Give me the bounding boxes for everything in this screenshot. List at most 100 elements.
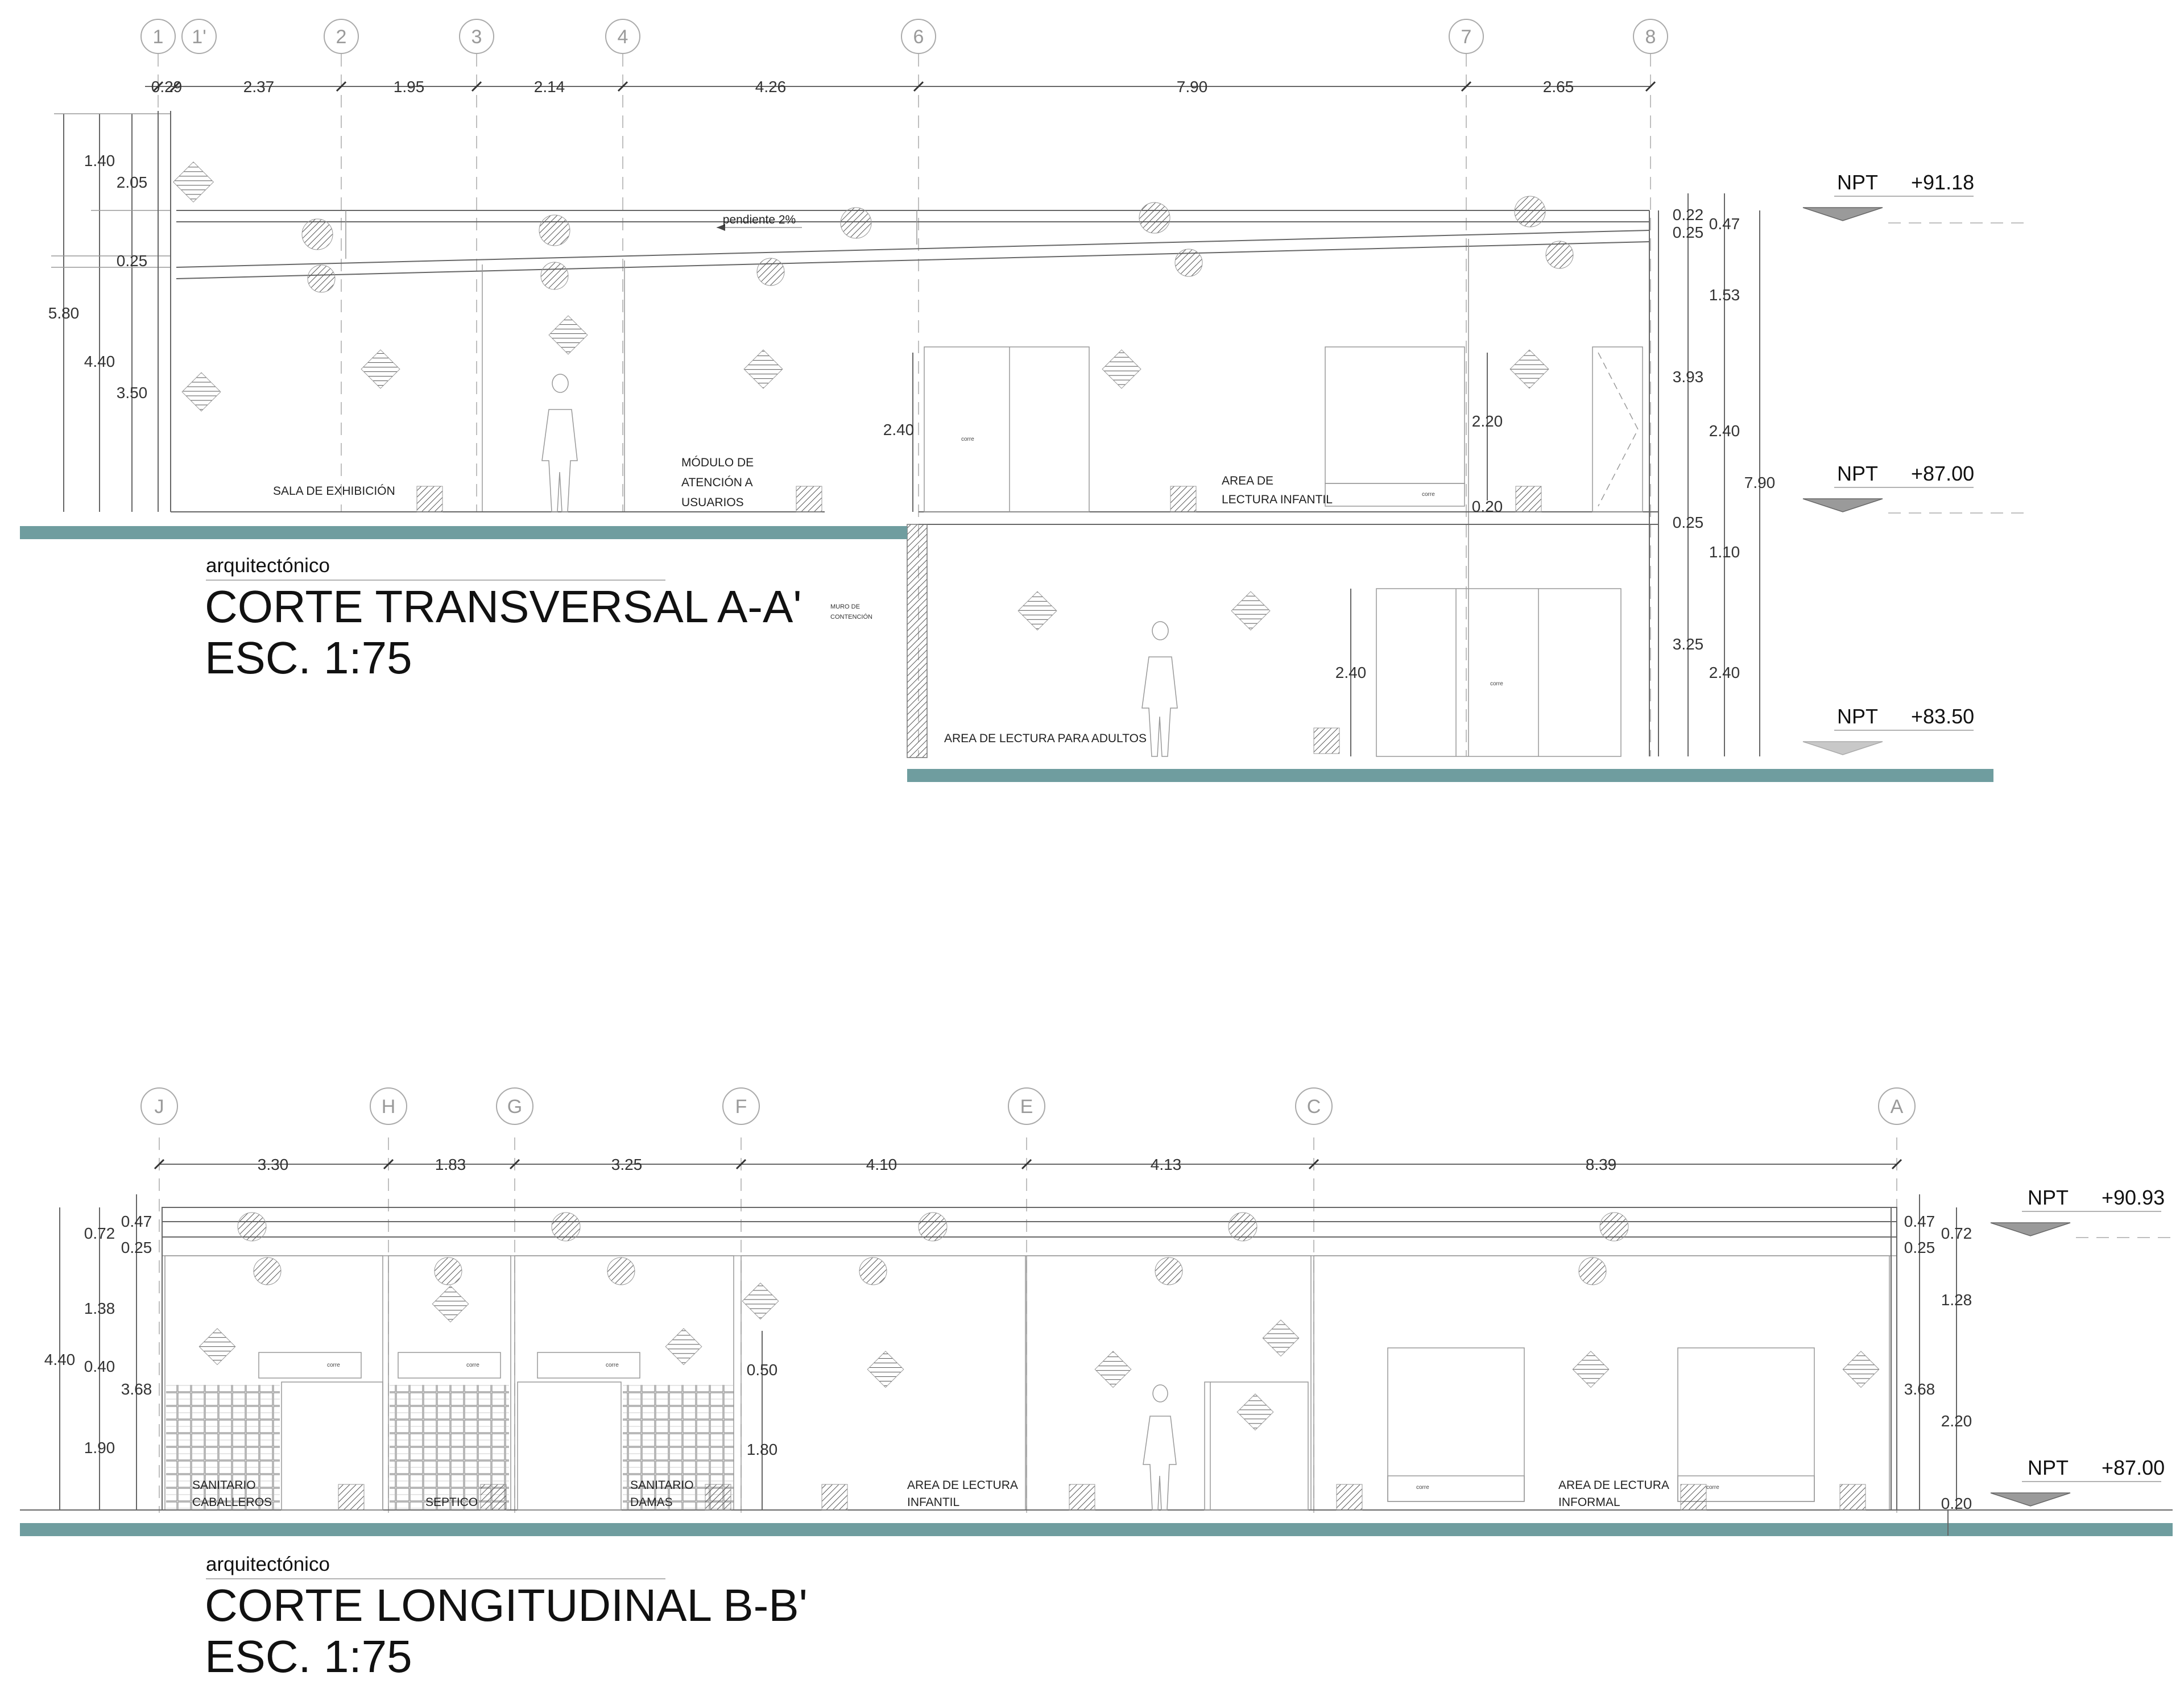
svg-text:8: 8	[1645, 26, 1656, 48]
room-lectura-informal-2: INFORMAL	[1558, 1496, 1620, 1509]
section-bb: J H G F E C A	[20, 1087, 2173, 1682]
npt-marker-87-00-bb: NPT +87.00	[1990, 1456, 2165, 1507]
room-lectura-infantil-line-1: AREA DE	[1222, 474, 1273, 487]
svg-text:C: C	[1307, 1096, 1321, 1118]
section-aa-subtitle: arquitectónico	[206, 555, 330, 577]
svg-text:+87.00: +87.00	[2102, 1456, 2165, 1479]
section-aa: 1 1' 2 3 4 6 7	[20, 19, 2025, 782]
axis-marker-g: G	[496, 1087, 533, 1125]
section-bb-title: CORTE LONGITUDINAL B-B'	[205, 1580, 808, 1631]
dim-bb-4-13: 4.13	[1151, 1156, 1182, 1173]
room-modulo-line-1: MÓDULO DE	[681, 456, 754, 469]
dim-left-2-05: 2.05	[117, 173, 148, 191]
dim-right-7-90: 7.90	[1744, 474, 1776, 491]
axis-marker-2: 2	[324, 19, 359, 54]
dim-right-2-40-a: 2.40	[1709, 422, 1740, 440]
dim-bb-4-10: 4.10	[866, 1156, 897, 1173]
dim-1-95: 1.95	[394, 78, 425, 96]
section-bb-cabinets: corre corre corre corre corre	[258, 1347, 1815, 1511]
dim-bb-right-1-28: 1.28	[1941, 1291, 1972, 1309]
room-sanitario-damas-1: SANITARIO	[630, 1479, 694, 1492]
dim-bb-left-4-40: 4.40	[44, 1351, 76, 1368]
room-sanitario-caballeros-2: CABALLEROS	[192, 1496, 272, 1509]
section-bb-left-dimensions: 0.72 0.47 0.25 1.38 0.40 4.40 3.68 1.90	[44, 1194, 152, 1510]
section-aa-structure	[158, 111, 1659, 756]
svg-text:G: G	[507, 1096, 522, 1118]
axis-marker-h: H	[370, 1087, 407, 1125]
dim-inner-2-20: 2.20	[1472, 412, 1503, 430]
dim-right-1-10: 1.10	[1709, 543, 1740, 561]
dim-bb-3-30: 3.30	[258, 1156, 289, 1173]
room-lectura-adultos: AREA DE LECTURA PARA ADULTOS	[944, 732, 1147, 745]
dim-7-90: 7.90	[1177, 78, 1208, 96]
dim-right-3-25: 3.25	[1673, 635, 1704, 653]
dim-bb-left-0-47: 0.47	[121, 1213, 152, 1230]
dim-bb-left-1-90: 1.90	[84, 1439, 115, 1457]
dim-right-1-53: 1.53	[1709, 286, 1740, 304]
dim-bb-inner-1-80: 1.80	[747, 1441, 778, 1458]
section-bb-scale: ESC. 1:75	[205, 1631, 412, 1682]
dim-0-29: 0.29	[151, 78, 183, 96]
svg-text:A: A	[1891, 1096, 1904, 1118]
dim-right-2-40-b: 2.40	[1709, 664, 1740, 681]
room-septico: SEPTICO	[425, 1496, 478, 1509]
svg-text:NPT: NPT	[1837, 171, 1878, 194]
section-aa-room-labels: SALA DE EXHIBICIÓN MÓDULO DE ATENCIÓN A …	[273, 456, 1333, 745]
axis-marker-1: 1	[140, 19, 176, 54]
dim-bb-left-0-25: 0.25	[121, 1239, 152, 1256]
section-aa-left-dimensions: 1.40 2.05 0.25 5.80 4.40 3.50	[48, 113, 171, 512]
section-bb-right-dimensions: 0.47 0.25 0.72 1.28 3.68 2.20 0.20	[1904, 1194, 1972, 1512]
slope-label: pendiente 2%	[723, 213, 796, 226]
room-lectura-infantil-line-2: LECTURA INFANTIL	[1222, 493, 1333, 506]
svg-text:1: 1	[153, 26, 164, 48]
dim-bb-left-3-68: 3.68	[121, 1380, 152, 1398]
slope-indicator: pendiente 2%	[717, 213, 802, 231]
section-aa-top-dimensions: 0.29 2.37 1.95 2.14 4.26 7.90 2.65	[145, 78, 1656, 96]
svg-text:NPT: NPT	[1837, 462, 1878, 485]
door-label-bb-1: corre	[327, 1362, 340, 1368]
axis-marker-3: 3	[459, 19, 494, 54]
section-aa-person-figures	[541, 374, 1178, 757]
floor-slab-lower	[907, 769, 1993, 782]
section-aa-inner-dimensions: 2.40 2.20 0.20 2.40	[883, 353, 1503, 756]
dim-bb-right-0-25: 0.25	[1904, 1239, 1935, 1256]
npt-marker-87-00: NPT +87.00	[1802, 462, 2025, 514]
room-lectura-informal-1: AREA DE LECTURA	[1558, 1479, 1669, 1492]
svg-text:NPT: NPT	[2028, 1186, 2069, 1209]
svg-text:2: 2	[336, 26, 347, 48]
dim-bb-3-25: 3.25	[611, 1156, 643, 1173]
section-aa-furniture: corre corre corre	[924, 346, 1643, 757]
dim-right-0-25-b: 0.25	[1673, 514, 1704, 531]
section-bb-title-block: arquitectónico CORTE LONGITUDINAL B-B' E…	[205, 1553, 808, 1682]
dim-left-1-40: 1.40	[84, 152, 115, 169]
dim-left-5-80: 5.80	[48, 304, 80, 322]
dim-bb-right-0-20: 0.20	[1941, 1495, 1972, 1512]
axis-marker-7: 7	[1449, 19, 1484, 54]
axis-marker-e: E	[1008, 1087, 1045, 1125]
door-label-bb-4: corre	[1416, 1484, 1429, 1491]
axis-marker-f: F	[722, 1087, 760, 1125]
svg-text:3: 3	[471, 26, 482, 48]
dim-left-4-40: 4.40	[84, 353, 115, 370]
section-bb-room-labels: SANITARIO CABALLEROS SEPTICO SANITARIO D…	[192, 1479, 1669, 1509]
dim-left-3-50: 3.50	[117, 384, 148, 402]
floor-slab-bb	[20, 1523, 2173, 1536]
dim-left-0-25: 0.25	[117, 252, 148, 270]
dim-2-37: 2.37	[243, 78, 275, 96]
svg-text:NPT: NPT	[2028, 1456, 2069, 1479]
dim-bb-left-0-40: 0.40	[84, 1358, 115, 1375]
svg-text:1': 1'	[192, 26, 206, 48]
svg-text:6: 6	[913, 26, 924, 48]
section-bb-person-figure	[1143, 1384, 1177, 1511]
dim-bb-8-39: 8.39	[1586, 1156, 1617, 1173]
svg-text:+91.18: +91.18	[1911, 171, 1974, 194]
room-sala-exhibicion: SALA DE EXHIBICIÓN	[273, 485, 395, 498]
dim-right-0-25-a: 0.25	[1673, 224, 1704, 241]
section-aa-right-dimensions: 0.22 0.25 3.93 0.25 3.25 0.47 1.53 2.40 …	[1673, 193, 1776, 756]
dim-2-14: 2.14	[534, 78, 565, 96]
svg-text:+90.93: +90.93	[2102, 1186, 2165, 1209]
dim-right-3-93: 3.93	[1673, 368, 1704, 386]
dim-inner-0-20: 0.20	[1472, 498, 1503, 515]
section-bb-structure	[20, 1207, 2173, 1511]
dim-bb-left-1-38: 1.38	[84, 1300, 115, 1317]
